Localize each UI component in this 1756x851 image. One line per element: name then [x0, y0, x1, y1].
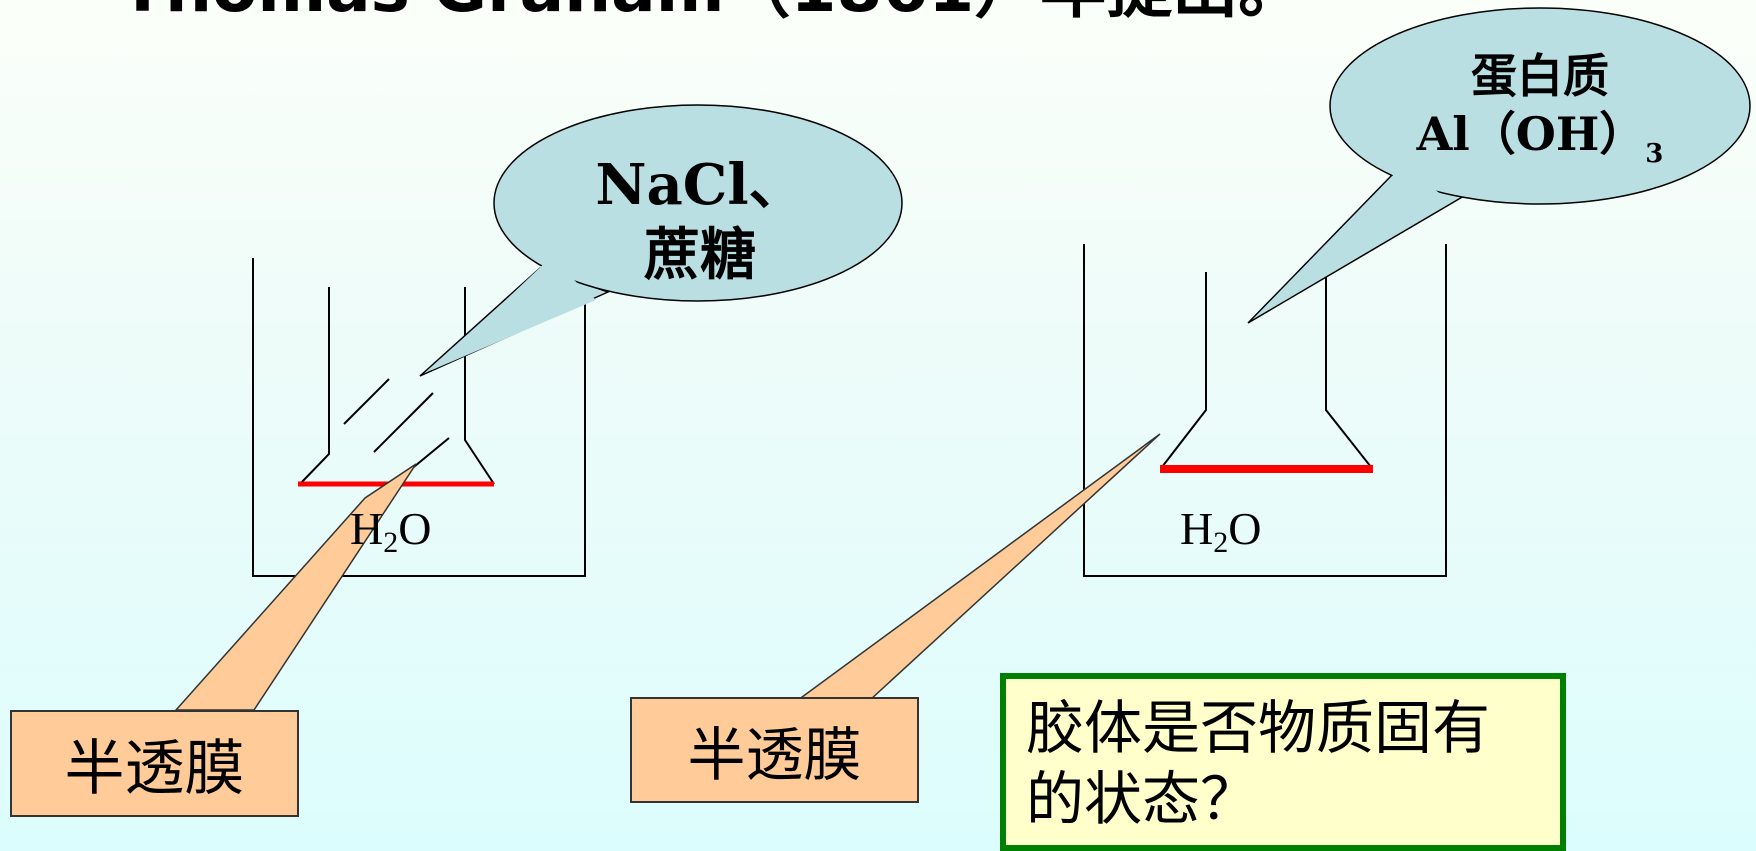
right-bubble-line1: 蛋白质	[1471, 49, 1609, 103]
question-box: 胶体是否物质固有的状态？	[1000, 673, 1566, 851]
left-bubble	[419, 104, 903, 377]
right-bubble-text: 蛋白质 Al（OH）3	[1390, 48, 1690, 170]
slide-title: Thomas Graham（1861）年提出。	[120, 0, 1304, 22]
right-dialysis-tube	[1161, 272, 1372, 468]
left-dialysis-tube	[299, 287, 495, 485]
right-bubble	[1247, 7, 1751, 324]
left-water-subscript: 2	[383, 526, 399, 559]
right-water-label: H2O	[1180, 506, 1261, 558]
left-membrane-label: 半透膜	[10, 710, 299, 817]
right-label-pointer	[795, 433, 1161, 701]
left-water-rest: O	[398, 503, 432, 554]
right-bubble-subscript: 3	[1645, 138, 1664, 169]
right-water-rest: O	[1228, 503, 1262, 554]
left-water-label: H2O	[350, 506, 431, 558]
left-particles	[343, 378, 450, 481]
left-beaker	[252, 258, 586, 577]
left-bubble-line1: NaCl、	[595, 152, 805, 218]
right-bubble-formula: Al（OH）	[1416, 106, 1646, 161]
right-water-element: H	[1180, 503, 1214, 554]
left-label-pointer	[174, 463, 417, 711]
right-bubble-line2: Al（OH）3	[1390, 106, 1690, 171]
right-membrane-label: 半透膜	[630, 697, 919, 803]
right-water-subscript: 2	[1213, 526, 1229, 559]
left-water-element: H	[350, 503, 384, 554]
right-beaker	[1083, 244, 1447, 577]
left-bubble-text: NaCl、 蔗糖	[560, 150, 840, 290]
left-bubble-line2: 蔗糖	[644, 222, 756, 288]
